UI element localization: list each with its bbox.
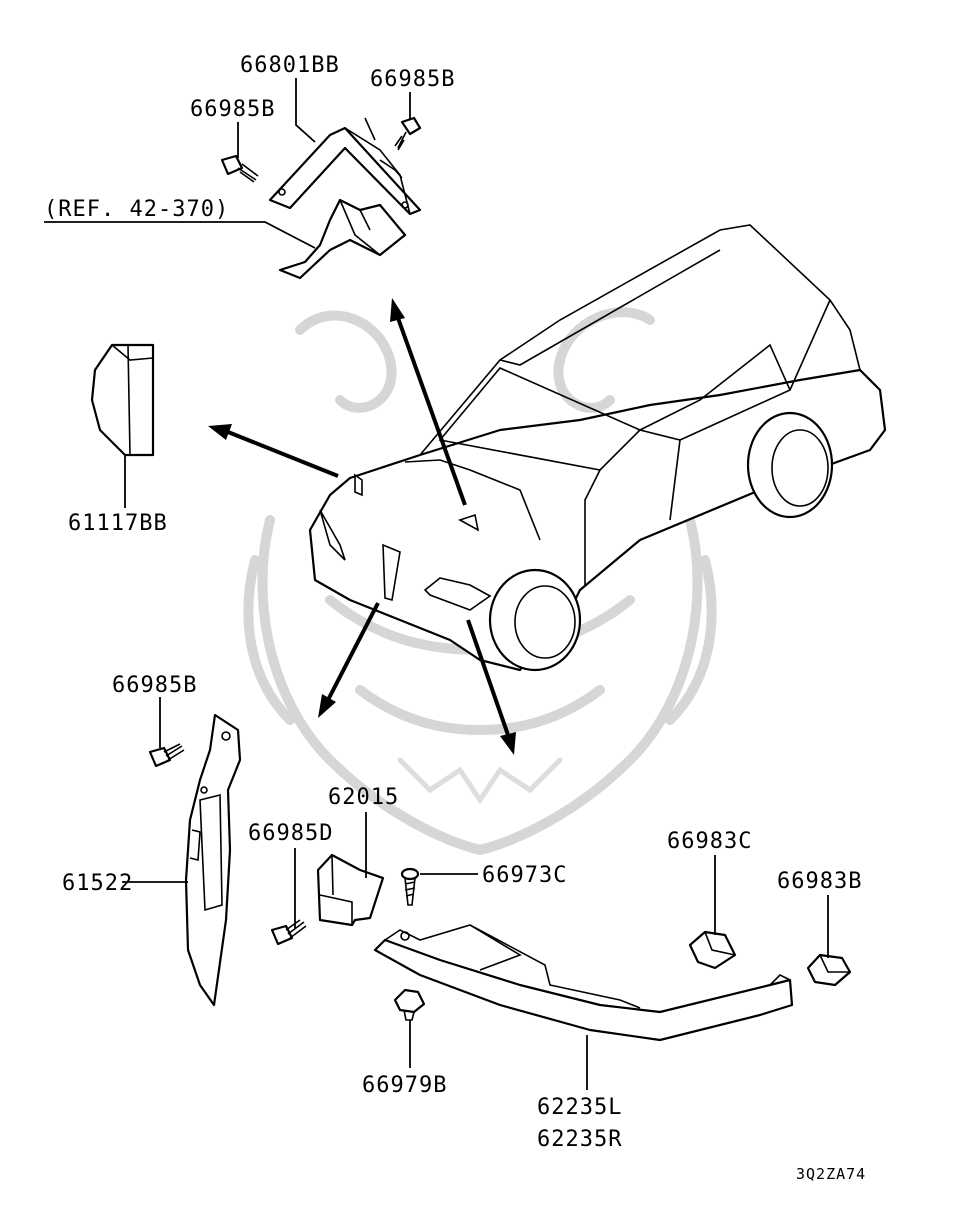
small-bracket-part — [316, 853, 385, 927]
clip-b-icon — [806, 953, 852, 987]
label-lamp: 61117BB — [68, 511, 168, 536]
bolt-top-right-icon — [394, 116, 422, 151]
label-garnish-left: 62235L — [537, 1095, 622, 1120]
clip-c-icon — [688, 930, 737, 970]
upper-bracket-part — [268, 117, 422, 216]
label-bolt-top-left: 66985B — [190, 97, 275, 122]
drawing-code: 3Q2ZA74 — [796, 1165, 866, 1183]
bolt-top-left-icon — [220, 154, 259, 183]
label-screw: 66973C — [482, 863, 567, 888]
pointer-arrows — [208, 298, 516, 755]
label-bracket-small: 62015 — [328, 785, 399, 810]
label-clip-c: 66983C — [667, 829, 752, 854]
bolt-lower-left-icon — [148, 743, 185, 768]
label-grommet: 66979B — [362, 1073, 447, 1098]
bolt-d-icon — [270, 919, 307, 946]
label-bolt-d: 66985D — [248, 821, 333, 846]
reference-bracket-part — [278, 198, 407, 280]
label-reference: (REF. 42-370) — [44, 197, 229, 222]
garnish-part — [373, 924, 794, 1042]
grommet-icon — [393, 988, 426, 1021]
screw-icon — [400, 867, 420, 906]
label-clip-b: 66983B — [777, 869, 862, 894]
label-side-bracket: 61522 — [62, 871, 133, 896]
watermark-emblem — [243, 307, 717, 855]
side-bracket-part — [184, 713, 242, 1007]
lamp-part — [90, 343, 155, 457]
label-garnish-right: 62235R — [537, 1127, 622, 1152]
label-bolt-lower-left: 66985B — [112, 673, 197, 698]
label-bolt-top-right: 66985B — [370, 67, 455, 92]
vehicle-outline — [308, 224, 887, 672]
label-bracket-upper: 66801BB — [240, 53, 340, 78]
leader-lines — [44, 78, 829, 1090]
